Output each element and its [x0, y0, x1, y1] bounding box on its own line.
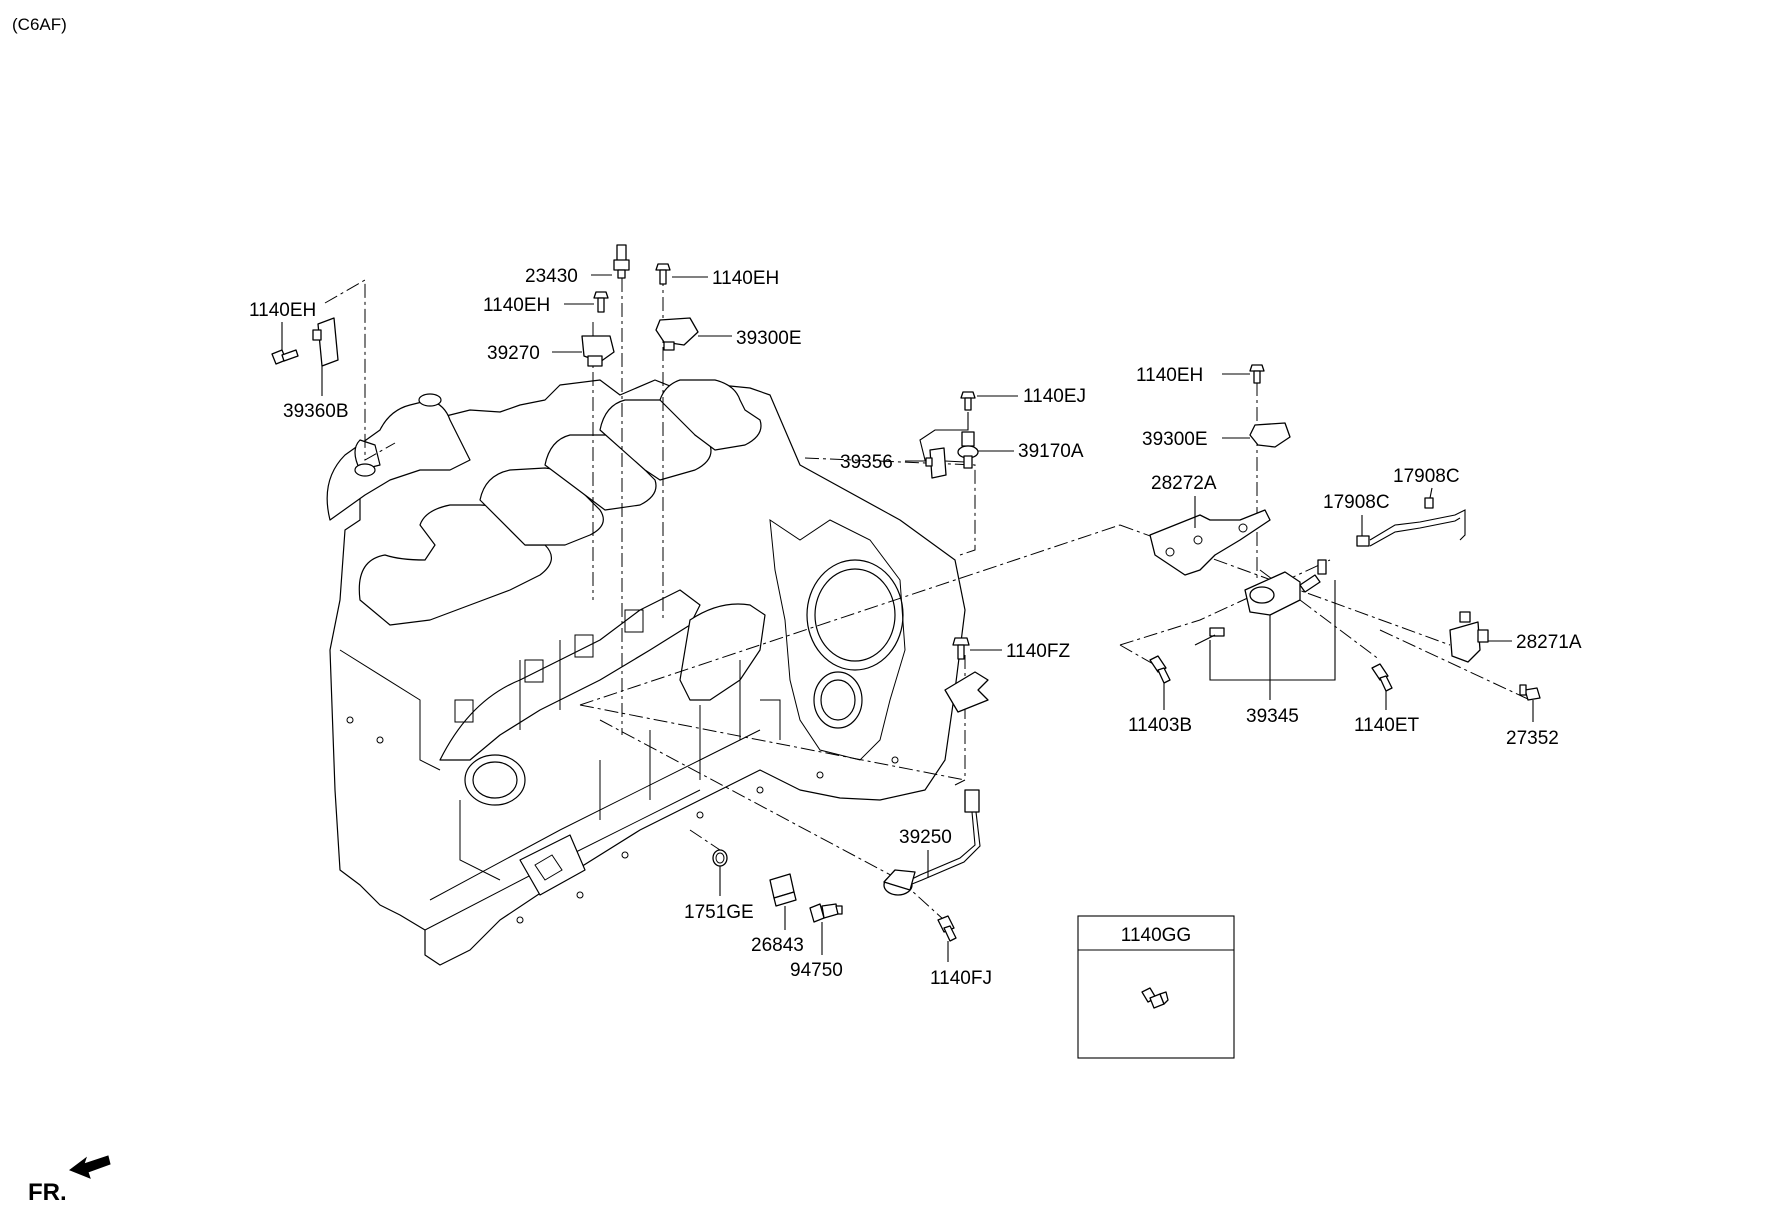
sensor-39270-icon [581, 335, 615, 367]
callout-1140eh-left: 1140EH [249, 300, 316, 321]
sensor-23430-icon [613, 244, 630, 279]
bolt-1140eh-right-icon [1249, 364, 1265, 384]
inset-box: 1140GG [1077, 915, 1235, 1059]
sensor-39360b-icon [312, 317, 339, 367]
callout-23430: 23430 [525, 266, 578, 287]
fitting-26843-icon [769, 873, 797, 907]
bracket-28272a-icon [1149, 509, 1271, 576]
callout-39170a: 39170A [1018, 441, 1084, 462]
switch-94750-icon [809, 903, 843, 923]
callout-11403b: 11403B [1128, 715, 1192, 736]
valve-28271a-icon [1449, 611, 1489, 663]
callout-1140et: 1140ET [1354, 715, 1420, 736]
callout-39270: 39270 [487, 343, 540, 364]
bolt-1140eh-top-center-icon [593, 291, 609, 313]
callout-1140eh-right: 1140EH [1136, 365, 1203, 386]
gasket-1751ge-icon [712, 849, 728, 867]
callout-1751ge: 1751GE [684, 902, 754, 923]
callout-17908c-a: 17908C [1393, 466, 1460, 487]
callout-39360b: 39360B [283, 401, 349, 422]
bolt-1140fj-icon [937, 915, 957, 942]
front-direction-indicator: FR. [28, 1155, 111, 1206]
valve-39345-icon [1194, 559, 1327, 646]
callout-94750: 94750 [790, 960, 843, 981]
callout-39356: 39356 [840, 452, 893, 473]
callout-39300e-right: 39300E [1142, 429, 1208, 450]
hose-17908c-icon [1356, 497, 1466, 547]
callout-1140fz: 1140FZ [1006, 641, 1070, 662]
bolt-1140eh-left-icon [271, 349, 299, 365]
direction-arrow-icon [68, 1155, 111, 1179]
bolt-27352-icon [1519, 684, 1541, 701]
bolt-1140et-icon [1371, 663, 1393, 692]
engine-block [326, 379, 966, 966]
callout-1140fj: 1140FJ [930, 968, 992, 989]
callout-labels: 23430 1140EH 1140EH 1140EH 39270 39300E … [249, 266, 1582, 989]
callout-26843: 26843 [751, 935, 804, 956]
sensor-39300e-top-icon [655, 317, 699, 351]
callout-28272a: 28272A [1151, 473, 1217, 494]
bolt-1140eh-top-right-icon [655, 263, 671, 285]
callout-27352: 27352 [1506, 728, 1559, 749]
direction-label: FR. [28, 1179, 67, 1206]
sensor-39250-icon [883, 789, 981, 896]
bolt-1140gg-icon [1141, 987, 1169, 1009]
model-code: (C6AF) [12, 15, 67, 34]
bolt-1140fz-icon [944, 637, 989, 713]
callout-1140ej: 1140EJ [1023, 386, 1086, 407]
callout-1140eh-top-center: 1140EH [483, 295, 550, 316]
callout-39300e-top: 39300E [736, 328, 802, 349]
callout-1140eh-top-right: 1140EH [712, 268, 779, 289]
inset-box-title: 1140GG [1121, 925, 1191, 946]
callout-39345: 39345 [1246, 706, 1299, 727]
bolt-11403b-icon [1149, 655, 1171, 684]
bolt-1140ej-icon [960, 391, 976, 411]
callout-17908c-b: 17908C [1323, 492, 1390, 513]
parts [271, 244, 1541, 942]
sensor-39300e-right-icon [1249, 422, 1291, 448]
callout-28271a: 28271A [1516, 632, 1582, 653]
callout-39250: 39250 [899, 827, 952, 848]
clip-39356-icon [925, 447, 947, 479]
